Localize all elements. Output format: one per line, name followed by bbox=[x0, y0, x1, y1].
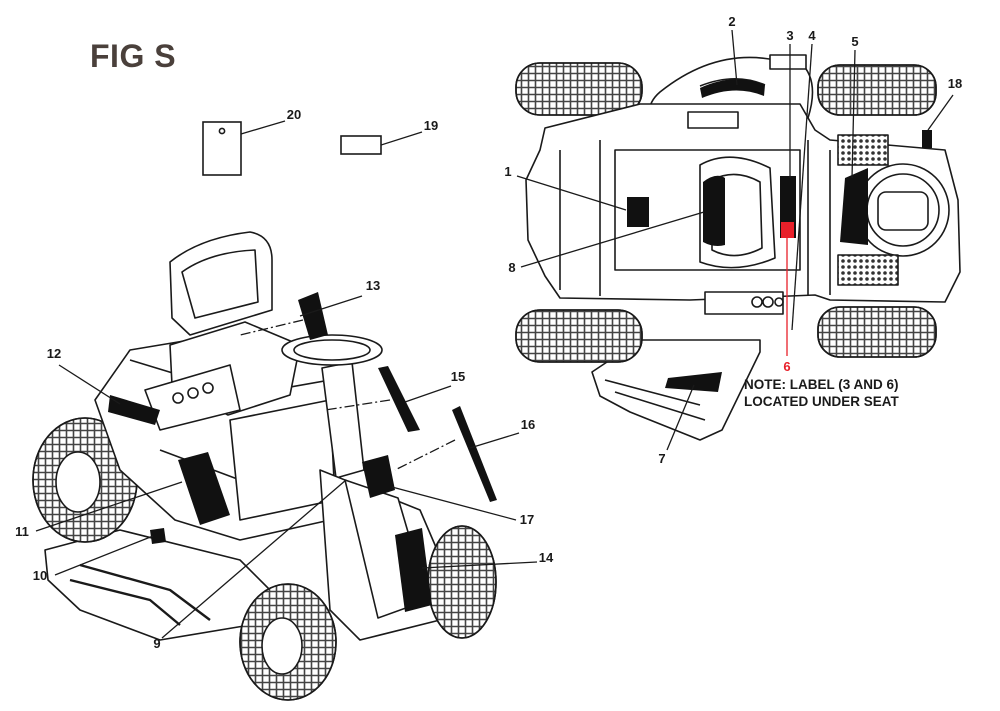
leader-line-14 bbox=[421, 561, 538, 569]
label-2 bbox=[700, 79, 765, 98]
callout-19: 19 bbox=[424, 118, 438, 133]
label-15 bbox=[378, 366, 420, 432]
rear-right-wheel bbox=[817, 64, 937, 116]
label-11 bbox=[178, 452, 230, 525]
label-7 bbox=[665, 372, 722, 392]
loose-labels bbox=[202, 121, 382, 176]
iso-front-wheel-left bbox=[239, 583, 337, 701]
label-6 bbox=[781, 222, 794, 238]
top-view bbox=[515, 54, 961, 441]
callout-1: 1 bbox=[504, 164, 511, 179]
label-5 bbox=[840, 168, 868, 245]
top-view-labels bbox=[627, 79, 932, 392]
front-left-wheel bbox=[515, 309, 643, 363]
label-12 bbox=[108, 395, 160, 425]
iso-view-labels bbox=[108, 292, 497, 612]
leader-lines bbox=[35, 29, 954, 639]
leader-line-15 bbox=[404, 385, 452, 403]
leader-line-7 bbox=[666, 384, 695, 451]
projection-line bbox=[324, 399, 391, 411]
projection-line bbox=[394, 439, 456, 471]
callout-13: 13 bbox=[366, 278, 380, 293]
label-16 bbox=[452, 406, 497, 502]
callout-2: 2 bbox=[728, 14, 735, 29]
leader-line-12 bbox=[58, 364, 121, 405]
leader-line-19 bbox=[380, 131, 423, 146]
leader-line-16 bbox=[469, 432, 520, 449]
deck-top-view bbox=[591, 339, 761, 441]
note-line-1: NOTE: LABEL (3 AND 6) bbox=[744, 377, 899, 392]
note-text: NOTE: LABEL (3 AND 6) LOCATED UNDER SEAT bbox=[744, 376, 899, 410]
callout-8: 8 bbox=[508, 260, 515, 275]
leader-line-13 bbox=[299, 295, 363, 317]
label-19 bbox=[340, 135, 382, 155]
leader-line-2 bbox=[731, 29, 738, 86]
leader-line-18 bbox=[927, 94, 954, 131]
label-8 bbox=[703, 175, 725, 246]
callout-20: 20 bbox=[287, 107, 301, 122]
leader-line-10 bbox=[54, 535, 154, 576]
label-1 bbox=[627, 197, 649, 227]
callout-16: 16 bbox=[521, 417, 535, 432]
leader-line-17 bbox=[391, 486, 517, 521]
label-17 bbox=[362, 455, 395, 498]
callout-14: 14 bbox=[539, 550, 554, 565]
leader-line-5 bbox=[851, 49, 856, 179]
callout-6: 6 bbox=[783, 359, 790, 374]
leader-line-1 bbox=[516, 175, 627, 211]
label-14 bbox=[395, 528, 432, 612]
callout-7: 7 bbox=[658, 451, 665, 466]
seat-back-iso bbox=[169, 231, 273, 336]
rear-left-wheel bbox=[515, 62, 643, 116]
label-10 bbox=[150, 528, 166, 544]
leader-line-11 bbox=[35, 481, 183, 532]
iso-view bbox=[32, 231, 497, 701]
leader-line-20 bbox=[240, 120, 286, 135]
callout-15: 15 bbox=[451, 369, 465, 384]
leader-line-8 bbox=[520, 211, 705, 268]
callout-12: 12 bbox=[47, 346, 61, 361]
iso-front-wheel-right bbox=[427, 525, 497, 639]
label-18 bbox=[922, 130, 932, 148]
front-right-wheel bbox=[817, 306, 937, 358]
callout-3: 3 bbox=[786, 28, 793, 43]
leader-line-4 bbox=[791, 43, 813, 331]
note-line-2: LOCATED UNDER SEAT bbox=[744, 394, 899, 409]
callout-4: 4 bbox=[808, 28, 816, 43]
callout-18: 18 bbox=[948, 76, 962, 91]
figure-title: FIG S bbox=[90, 38, 177, 74]
callout-5: 5 bbox=[851, 34, 858, 49]
callout-17: 17 bbox=[520, 512, 534, 527]
projection-line bbox=[239, 319, 304, 336]
label-20 bbox=[202, 121, 242, 176]
label-13 bbox=[298, 292, 328, 340]
callout-9: 9 bbox=[153, 636, 160, 651]
callout-10: 10 bbox=[33, 568, 47, 583]
callout-11: 11 bbox=[15, 524, 29, 539]
leader-line-9 bbox=[161, 479, 347, 639]
